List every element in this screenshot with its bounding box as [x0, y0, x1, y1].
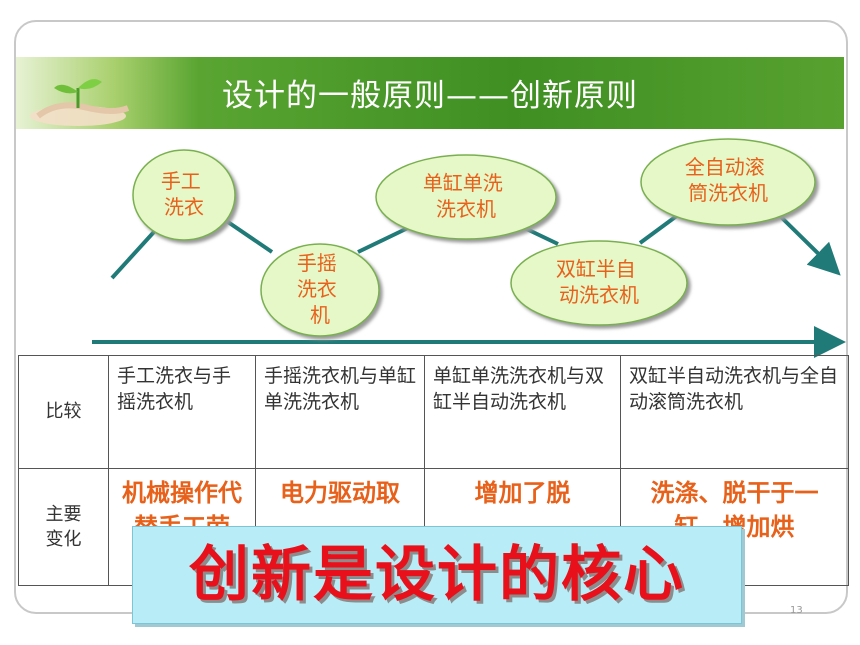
table-row: 比较 手工洗衣与手摇洗衣机 手摇洗衣机与单缸单洗洗衣机 单缸单洗洗衣机与双缸半自… [18, 355, 849, 469]
core-message-text: 创新是设计的核心 [189, 540, 685, 610]
title-banner [16, 57, 844, 129]
stage-label-line: 双缸半自 [556, 257, 636, 281]
table-cell: 手工洗衣与手摇洗衣机 [108, 355, 256, 469]
stage-bubble: 全自动滚 筒洗衣机 [640, 138, 816, 226]
stage-label-line: 动洗衣机 [559, 283, 639, 307]
connector-line [357, 224, 413, 254]
seedling-hand-icon [30, 79, 130, 126]
connector-line [638, 213, 680, 245]
row-header-change: 主要 变化 [18, 468, 109, 586]
row-header-compare: 比较 [18, 355, 109, 469]
stage-label-line: 洗衣机 [436, 197, 496, 221]
table-cell: 单缸单洗洗衣机与双缸半自动洗衣机 [424, 355, 621, 469]
stage-label-line: 洗衣 [164, 195, 204, 219]
stage-label: 全自动滚 筒洗衣机 [685, 155, 771, 205]
stage-label: 双缸半自 动洗衣机 [556, 257, 642, 307]
stage-label-line: 机 [310, 303, 330, 327]
page-number: 13 [790, 605, 803, 616]
stage-label-line: 手工 [161, 169, 201, 193]
stage-label-line: 单缸单洗 [423, 171, 503, 195]
stage-label: 手工 洗衣 [161, 169, 207, 219]
stage-label-line: 手摇 [297, 251, 337, 275]
stage-label-line: 筒洗衣机 [688, 181, 768, 205]
stage-label-line: 洗衣 [297, 277, 337, 301]
stage-bubble: 单缸单洗 洗衣机 [375, 154, 557, 240]
trend-arrow [778, 214, 841, 276]
stage-bubble: 手摇 洗衣 机 [260, 243, 380, 337]
core-message-banner: 创新是设计的核心 [132, 526, 742, 624]
slide-title: 设计的一般原则——创新原则 [222, 78, 638, 114]
table-cell: 双缸半自动洗衣机与全自动滚筒洗衣机 [620, 355, 849, 469]
connector-line [223, 218, 274, 254]
evolution-diagram: 手工 洗衣 手摇 洗衣 机 单缸单洗 洗衣机 双缸半自 动洗衣机 全自动滚 筒洗… [92, 138, 846, 358]
stage-label: 手摇 洗衣 机 [297, 251, 343, 327]
stage-bubble: 手工 洗衣 [132, 149, 236, 241]
stage-label: 单缸单洗 洗衣机 [423, 171, 509, 221]
stage-label-line: 全自动滚 [685, 155, 765, 179]
stage-bubble: 双缸半自 动洗衣机 [510, 240, 688, 326]
table-cell: 手摇洗衣机与单缸单洗洗衣机 [255, 355, 425, 469]
